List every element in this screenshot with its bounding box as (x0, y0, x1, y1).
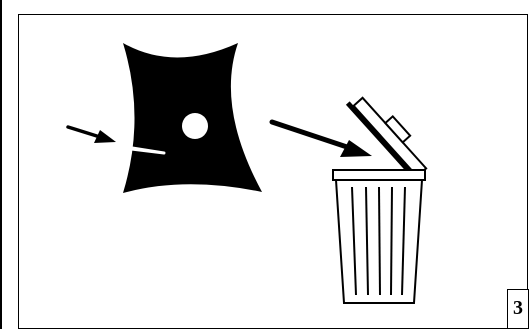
arrow-right-icon (66, 125, 116, 143)
illustration-panel (18, 14, 528, 329)
arrow-right-icon (269, 119, 372, 157)
page-number: 3 (507, 289, 529, 329)
blade-center-hole (182, 113, 208, 139)
blade-crack-icon (118, 144, 166, 155)
four-point-cutting-blade-icon (123, 43, 262, 193)
trash-can-icon (332, 96, 428, 304)
